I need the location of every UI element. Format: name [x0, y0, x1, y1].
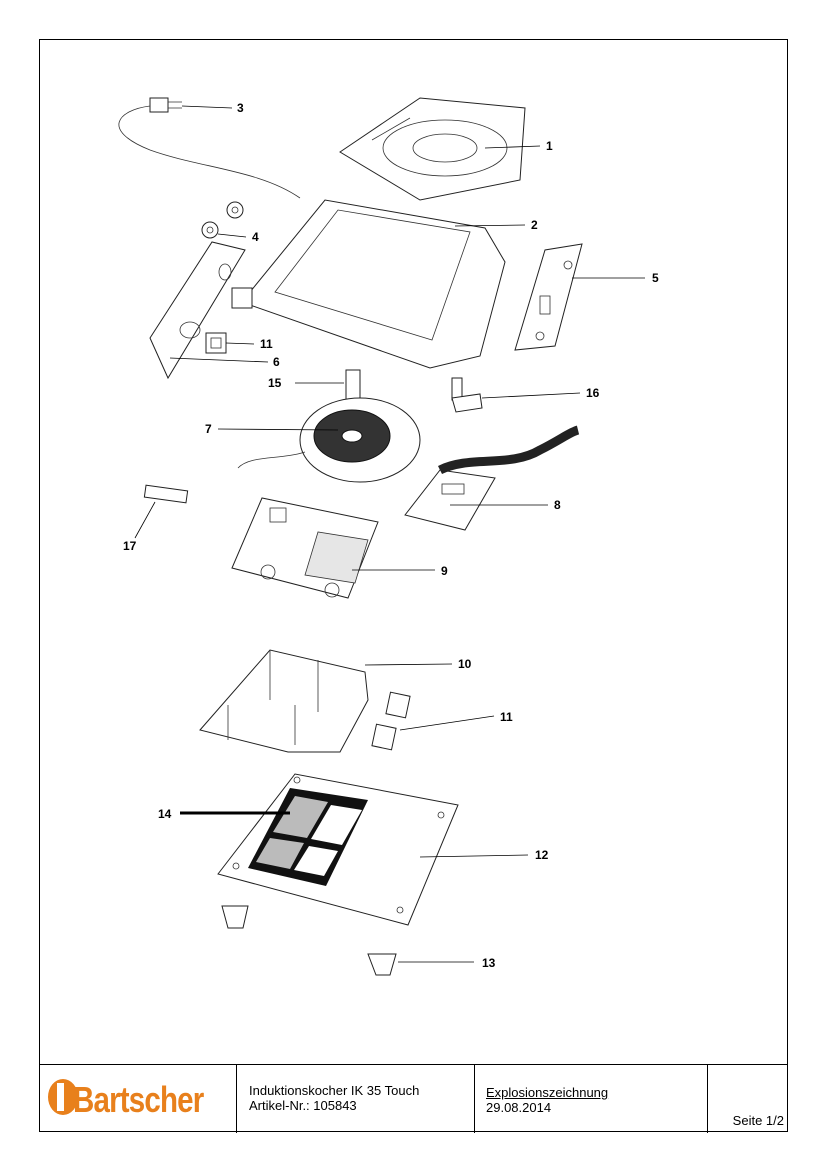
part-housing-top	[249, 199, 506, 369]
article-number: Artikel-Nr.: 105843	[249, 1098, 357, 1113]
callout-15: 15	[268, 376, 282, 390]
product-name: Induktionskocher IK 35 Touch	[249, 1083, 420, 1098]
callout-11b: 11	[500, 710, 513, 724]
drawing-info-cell: Explosionszeichnung 29.08.2014	[475, 1065, 708, 1133]
part-power-board	[231, 497, 379, 599]
leader-1	[484, 145, 541, 149]
callout-13: 13	[482, 956, 496, 970]
callout-9: 9	[441, 564, 448, 578]
leader-12	[419, 854, 529, 858]
part-rubber-rings	[201, 201, 244, 239]
leader-6	[169, 357, 269, 363]
callout-8: 8	[554, 498, 561, 512]
bartscher-logo-icon	[48, 1079, 78, 1115]
part-clip-upper	[205, 287, 253, 354]
callout-10: 10	[458, 657, 472, 671]
callout-3: 3	[237, 101, 244, 115]
drawing-type: Explosionszeichnung	[486, 1085, 609, 1100]
callout-11a: 11	[260, 337, 273, 351]
part-side-panel-left	[149, 241, 246, 380]
brand-logo: Bartscher	[73, 1079, 204, 1120]
leader-17	[134, 501, 156, 539]
drawing-sheet	[39, 39, 788, 1132]
leader-16	[481, 392, 581, 399]
callout-7: 7	[205, 422, 212, 436]
part-power-cord	[118, 97, 301, 199]
callout-14: 14	[158, 807, 172, 821]
callout-5: 5	[652, 271, 659, 285]
leader-7	[217, 428, 339, 431]
part-induction-coil	[237, 397, 421, 483]
part-feet	[221, 905, 397, 976]
callout-17: 17	[123, 539, 137, 553]
callout-2: 2	[531, 218, 538, 232]
part-clip-lower	[371, 691, 411, 751]
callout-4: 4	[252, 230, 259, 244]
leader-10	[364, 663, 453, 666]
leader-11b	[399, 715, 495, 731]
part-control-board	[404, 425, 580, 531]
part-fuse	[143, 484, 189, 504]
leader-2	[454, 224, 526, 227]
callout-12: 12	[535, 848, 549, 862]
part-bracket	[451, 377, 483, 413]
logo-cell: Bartscher	[39, 1065, 237, 1133]
drawing-date: 29.08.2014	[486, 1100, 552, 1115]
callout-1: 1	[546, 139, 553, 153]
part-glass-plate	[339, 97, 526, 201]
callout-16: 16	[586, 386, 600, 400]
product-cell: Induktionskocher IK 35 Touch Artikel-Nr.…	[237, 1065, 475, 1133]
exploded-view-drawing: 1 2 3 4 5 6 11	[118, 97, 659, 976]
title-block: Bartscher Induktionskocher IK 35 Touch A…	[39, 1064, 788, 1133]
page-number: Seite 1/2	[732, 1113, 784, 1128]
leader-4	[217, 233, 247, 238]
page-cell: Seite 1/2	[708, 1065, 788, 1133]
part-base-tray	[199, 649, 369, 753]
part-side-panel-right	[514, 243, 583, 351]
leader-11a	[225, 342, 255, 345]
leader-3	[181, 105, 233, 109]
callout-6: 6	[273, 355, 280, 369]
